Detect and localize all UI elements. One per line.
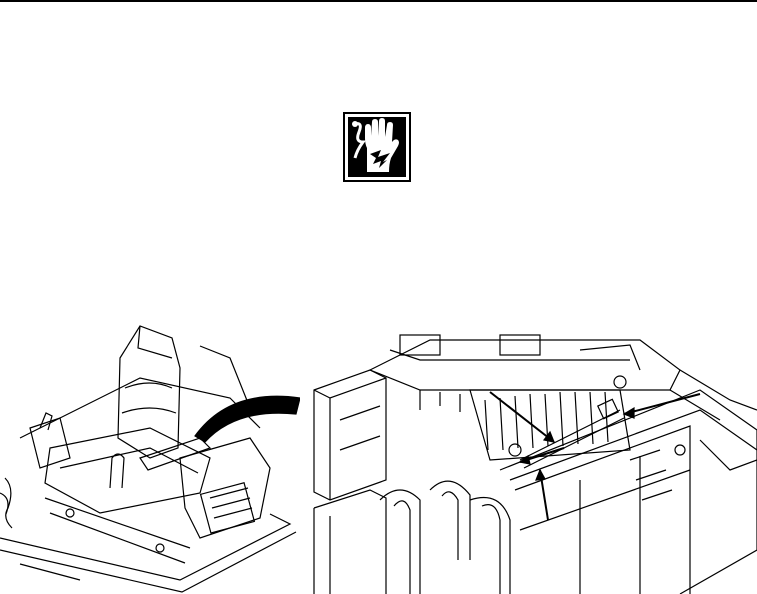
electrical-shock-hazard-icon [343, 112, 411, 182]
top-rule [0, 0, 757, 2]
operator-seat-console-illustration [0, 318, 300, 594]
heater-core-assembly-illustration [300, 330, 757, 594]
